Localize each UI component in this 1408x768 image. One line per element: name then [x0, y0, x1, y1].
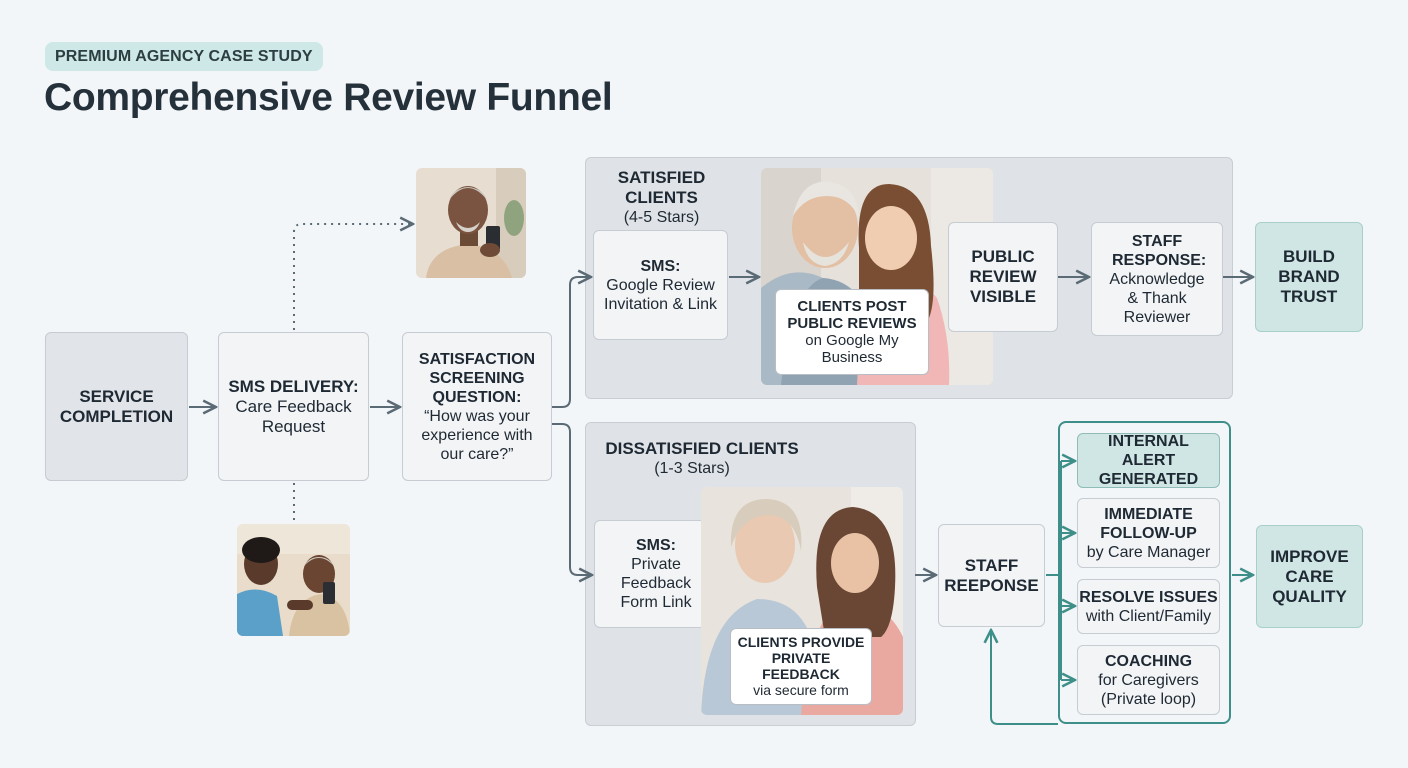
private-feedback-title: CLIENTS PROVIDE PRIVATE FEEDBACK [737, 634, 865, 682]
satisfied-heading: SATISFIED CLIENTS (4-5 Stars) [604, 168, 719, 227]
coaching-title: COACHING [1104, 652, 1193, 670]
internal-alert-title: INTERNAL ALERT GENERATED [1098, 433, 1199, 488]
sms-delivery-title: SMS DELIVERY: [228, 376, 359, 396]
public-reviews-sub: on Google My Business [805, 332, 899, 366]
resolve-issues-title: RESOLVE ISSUES [1079, 588, 1218, 606]
private-loop-frame [1058, 421, 1231, 724]
build-brand-trust-label: BUILD BRAND TRUST [1278, 247, 1340, 306]
private-feedback-sub: via secure form [753, 682, 849, 698]
arrow-screening-to-satisfied [552, 277, 591, 408]
immediate-follow-up-box: IMMEDIATE FOLLOW-UP by Care Manager [1077, 498, 1220, 568]
private-feedback-overlay: CLIENTS PROVIDE PRIVATE FEEDBACK via sec… [730, 628, 872, 705]
dis-sms-title: SMS: [636, 537, 676, 554]
dissatisfied-heading: DISSATISFIED CLIENTS (1-3 Stars) [597, 439, 807, 478]
sat-sms-box: SMS: Google Review Invitation & Link [593, 230, 728, 340]
public-reviews-overlay: CLIENTS POST PUBLIC REVIEWS on Google My… [775, 289, 929, 375]
resolve-issues-box: RESOLVE ISSUES with Client/Family [1077, 579, 1220, 634]
public-review-visible-label: PUBLIC REVIEW VISIBLE [969, 247, 1037, 306]
public-review-visible-box: PUBLIC REVIEW VISIBLE [948, 222, 1058, 332]
internal-alert-box: INTERNAL ALERT GENERATED [1077, 433, 1220, 488]
coaching-box: COACHING for Caregivers (Private loop) [1077, 645, 1220, 715]
immediate-follow-up-title: IMMEDIATE FOLLOW-UP [1100, 505, 1197, 542]
dissatisfied-stars: (1-3 Stars) [654, 460, 730, 477]
service-completion-label: SERVICE COMPLETION [59, 386, 174, 426]
improve-care-quality-label: IMPROVE CARE QUALITY [1270, 546, 1349, 606]
staff-response-title: STAFF RESPONSE: [1112, 232, 1207, 269]
staff-response-box: STAFF RESPONSE: Acknowledge & Thank Revi… [1091, 222, 1223, 336]
staff-reeponse-label: STAFF REEPONSE [944, 555, 1039, 595]
arrow-screening-to-dissatisfied [552, 423, 592, 575]
sat-sms-sub: Google Review Invitation & Link [604, 276, 717, 313]
dissatisfied-title: DISSATISFIED CLIENTS [605, 439, 799, 458]
satisfied-stars: (4-5 Stars) [623, 209, 700, 226]
staff-response-sub: Acknowledge & Thank Reviewer [1109, 270, 1205, 326]
case-study-badge: PREMIUM AGENCY CASE STUDY [45, 42, 323, 71]
coaching-sub: for Caregivers (Private loop) [1098, 671, 1199, 708]
service-completion-box: SERVICE COMPLETION [45, 332, 188, 481]
arrow-feedback-loop [991, 630, 1058, 725]
sms-delivery-box: SMS DELIVERY: Care Feedback Request [218, 332, 369, 481]
sat-sms-title: SMS: [640, 257, 681, 275]
build-brand-trust-box: BUILD BRAND TRUST [1255, 222, 1363, 332]
page-title: Comprehensive Review Funnel [44, 76, 613, 119]
satisfied-title: SATISFIED CLIENTS [617, 168, 706, 207]
screening-question: “How was your experience with our care?” [421, 407, 533, 463]
screening-question-box: SATISFACTION SCREENING QUESTION: “How wa… [402, 332, 552, 481]
public-reviews-title: CLIENTS POST PUBLIC REVIEWS [787, 298, 917, 332]
immediate-follow-up-sub: by Care Manager [1086, 543, 1211, 561]
dis-sms-sub: Private Feedback Form Link [620, 556, 692, 611]
elderly-man-phone-photo [416, 168, 526, 278]
sms-delivery-sub: Care Feedback Request [235, 396, 352, 436]
resolve-issues-sub: with Client/Family [1085, 607, 1212, 625]
staff-reeponse-box: STAFF REEPONSE [938, 524, 1045, 627]
improve-care-quality-box: IMPROVE CARE QUALITY [1256, 525, 1363, 628]
nurse-with-patient-photo [237, 524, 350, 636]
screening-title: SATISFACTION SCREENING QUESTION: [418, 350, 536, 406]
dotted-connector-top [293, 224, 413, 330]
dis-sms-box: SMS: Private Feedback Form Link [594, 520, 718, 628]
